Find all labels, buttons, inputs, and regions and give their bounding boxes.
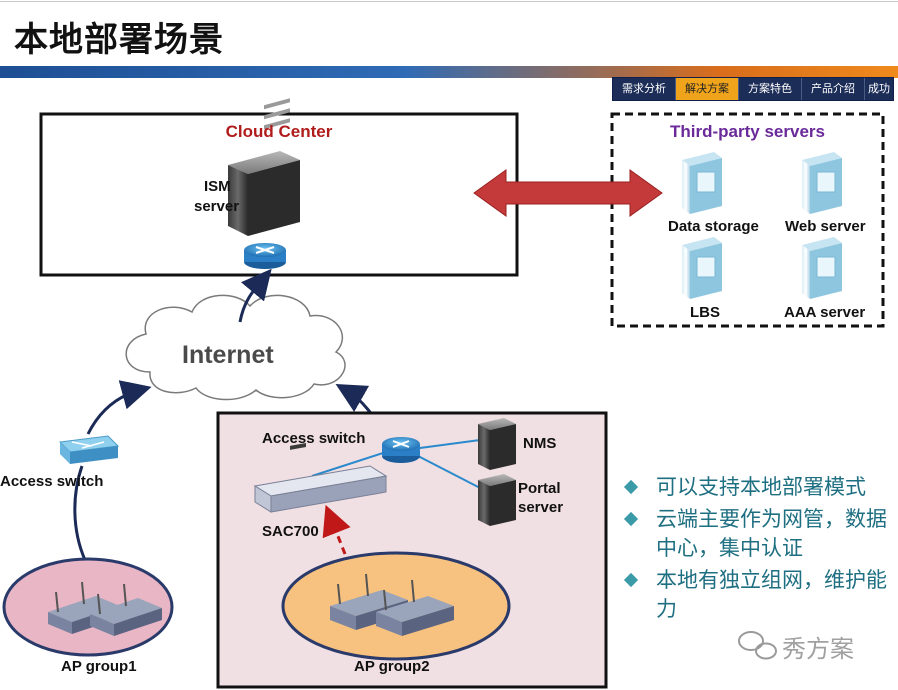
lbs-label: LBS (690, 304, 720, 321)
tab-products[interactable]: 产品介绍 (802, 78, 865, 100)
ap-group2-label: AP group2 (354, 658, 430, 675)
web-server-icon (802, 152, 842, 214)
bullet-text: 本地有独立组网，维护能力 (656, 568, 887, 621)
internet-cloud-icon (125, 294, 346, 401)
bullet-text: 可以支持本地部署模式 (656, 475, 866, 499)
link-left-switch-to-internet (86, 380, 152, 435)
data-storage-label: Data storage (668, 218, 759, 235)
bullet-item: 可以支持本地部署模式 (623, 473, 896, 502)
ap-group1-label: AP group1 (61, 658, 137, 675)
ap-group2-devices-icon (330, 573, 454, 636)
link-group2-to-controller (322, 504, 351, 555)
portal-server-icon (478, 474, 516, 526)
page-title: 本地部署场景 (14, 20, 224, 60)
bullet-diamond-icon (623, 572, 639, 588)
tab-requirements[interactable]: 需求分析 (613, 78, 676, 100)
tab-features[interactable]: 方案特色 (739, 78, 802, 100)
ism-label: ISM (204, 178, 231, 195)
portal-label: Portal (518, 480, 561, 497)
top-rule (0, 1, 898, 2)
cloud-router-icon (244, 243, 286, 269)
lbs-server-icon (682, 237, 722, 299)
internet-label: Internet (182, 341, 274, 369)
left-access-switch-icon (58, 435, 120, 464)
tab-bar: 需求分析 解决方案 方案特色 产品介绍 成功 (612, 77, 894, 101)
nms-server-icon (478, 418, 516, 470)
wechat-icon (738, 631, 777, 660)
third-party-title: Third-party servers (670, 122, 825, 141)
ism-server-icon (228, 98, 300, 236)
bullet-item: 云端主要作为网管，数据中心，集中认证 (623, 505, 896, 563)
ap-group1-devices-icon (48, 581, 162, 636)
link-internet-to-cloud (238, 268, 272, 323)
tab-success[interactable]: 成功 (868, 82, 890, 95)
local-router-icon (382, 437, 420, 463)
bullet-diamond-icon (623, 479, 639, 495)
bullet-text: 云端主要作为网管，数据中心，集中认证 (656, 507, 887, 560)
link-group1-to-switch (73, 465, 87, 561)
web-server-label: Web server (785, 218, 866, 235)
sac700-controller-icon (253, 443, 388, 513)
double-arrow-icon (473, 169, 663, 217)
sac700-label: SAC700 (262, 523, 319, 540)
data-storage-server-icon (682, 152, 722, 214)
local-access-switch-label: Access switch (262, 430, 366, 447)
aaa-server-icon (802, 237, 842, 299)
nms-label: NMS (523, 435, 557, 452)
portal-server-label: server (518, 499, 564, 516)
watermark-text: 秀方案 (782, 635, 854, 663)
left-access-switch-label: Access switch (0, 473, 104, 490)
header-band (0, 66, 898, 78)
aaa-server-label: AAA server (784, 304, 866, 321)
bullet-diamond-icon (623, 511, 639, 527)
tab-solution[interactable]: 解决方案 (676, 78, 739, 100)
cloud-center-title: Cloud Center (225, 122, 333, 141)
bullet-item: 本地有独立组网，维护能力 (623, 566, 896, 624)
ism-server-label: server (194, 198, 240, 215)
